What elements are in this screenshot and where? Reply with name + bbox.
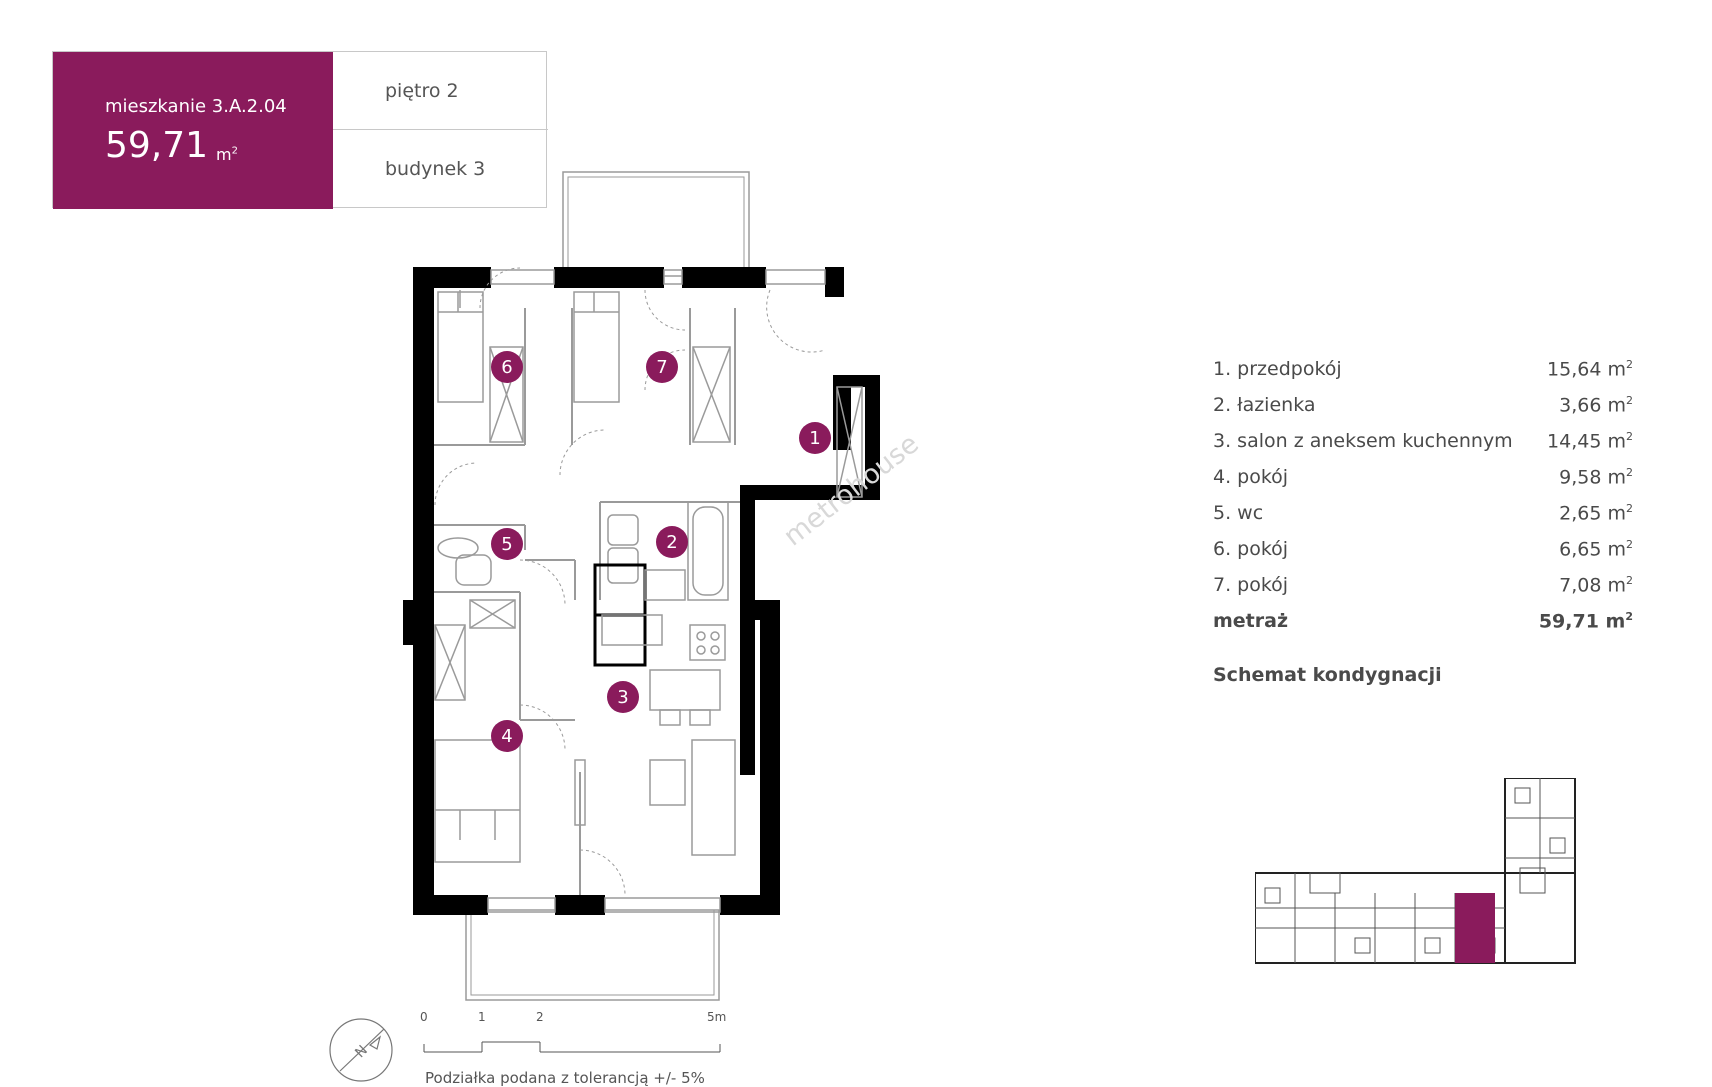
room-marker-4 [491, 720, 523, 752]
room-number-7: 7 [656, 357, 667, 378]
furniture [434, 290, 736, 863]
room-number-1: 1 [809, 428, 820, 449]
building-label: budynek 3 [385, 158, 486, 180]
apartment-header: mieszkanie 3.A.2.04 59,71 m2 piętro 2 bu… [52, 51, 548, 209]
room-number-2: 2 [666, 532, 677, 553]
highlighted-apartment [1455, 893, 1495, 963]
floor-schema-title: Schemat kondygnacji [1213, 664, 1442, 686]
windows [487, 269, 863, 913]
scale-bar: 0 1 2 5m [420, 1010, 730, 1069]
room-marker-5 [491, 528, 523, 560]
apartment-area-value: 59,71 [105, 125, 209, 166]
room-marker-1 [799, 422, 831, 454]
floor-plan: 1 2 3 4 5 6 7 [403, 171, 880, 1001]
floor-label: piętro 2 [385, 80, 459, 102]
interior-walls [434, 308, 740, 895]
room-marker-6 [491, 351, 523, 383]
apartment-area-unit: m2 [216, 145, 238, 164]
apartment-summary-panel: mieszkanie 3.A.2.04 59,71 m2 [53, 52, 333, 209]
top-balcony [562, 171, 750, 277]
room-number-3: 3 [617, 687, 628, 708]
scale-tick: 5m [707, 1010, 727, 1024]
scale-tick: 2 [536, 1010, 544, 1024]
room-number-6: 6 [501, 357, 512, 378]
scale-tolerance-note: Podziałka podana z tolerancją +/- 5% [425, 1069, 705, 1087]
room-marker-3 [607, 681, 639, 713]
floor-cell: piętro 2 [333, 52, 548, 130]
room-number-5: 5 [501, 534, 512, 555]
floor-schema-map [1255, 778, 1576, 964]
svg-text:N: N [352, 1042, 371, 1061]
room-markers [491, 351, 831, 752]
building-cell: budynek 3 [333, 130, 548, 208]
room-marker-2 [656, 526, 688, 558]
bottom-balcony [465, 909, 720, 1001]
scale-tick: 1 [478, 1010, 486, 1024]
room-number-4: 4 [501, 726, 512, 747]
door-swings [434, 267, 826, 896]
apartment-label: mieszkanie 3.A.2.04 [105, 96, 287, 117]
room-marker-7 [646, 351, 678, 383]
scale-tick: 0 [420, 1010, 428, 1024]
room-marker-labels: 1 2 3 4 5 6 7 [501, 357, 820, 747]
north-arrow-icon: N [329, 1018, 393, 1082]
